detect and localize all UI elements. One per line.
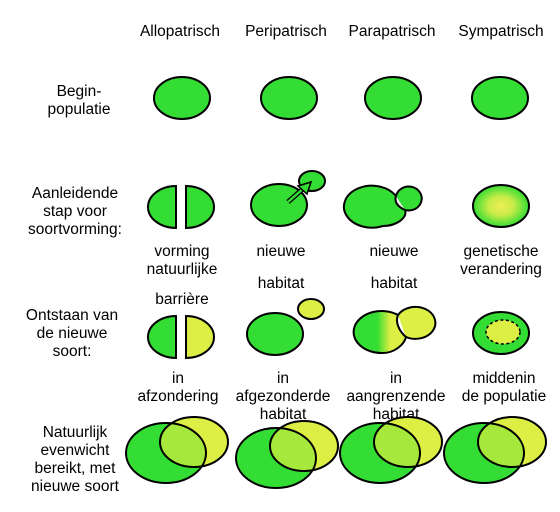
caption-line: middenin bbox=[473, 370, 536, 387]
original-species-outline bbox=[235, 427, 317, 489]
caption-line: nieuwe bbox=[369, 243, 418, 260]
adjacent-population-lobe bbox=[395, 185, 423, 212]
population-ellipse bbox=[471, 76, 529, 120]
caption-mid-population: middenin de populatie bbox=[462, 370, 546, 405]
equilibrium-allopatric bbox=[125, 416, 229, 484]
caption-line: vorming bbox=[154, 243, 209, 260]
row-label-equilibrium-line: nieuwe soort bbox=[31, 478, 120, 495]
original-species-outline bbox=[125, 422, 207, 484]
new-species-inner-ellipse bbox=[485, 319, 521, 345]
overlap-region bbox=[374, 423, 420, 467]
overlap-region bbox=[478, 423, 524, 467]
caption-line: nieuwe bbox=[256, 243, 305, 260]
caption-line: afzondering bbox=[137, 388, 218, 405]
original-species-outline bbox=[339, 422, 421, 484]
population-ellipse bbox=[352, 310, 408, 355]
new-species-outline bbox=[477, 416, 547, 468]
caption-line: natuurlijke bbox=[147, 261, 218, 278]
row-label-emergence-line: de nieuwe bbox=[37, 325, 108, 342]
caption-line: habitat bbox=[371, 275, 418, 292]
row-label-begin: Begin- populatie bbox=[48, 83, 111, 118]
new-species-outline bbox=[159, 416, 229, 468]
row-label-begin-line: populatie bbox=[48, 101, 111, 118]
caption-isolation: in afzondering bbox=[137, 370, 218, 405]
row-label-equilibrium-line: Natuurlijk bbox=[43, 424, 108, 441]
equilibrium-parapatric bbox=[339, 416, 443, 484]
caption-line: genetische bbox=[464, 243, 539, 260]
column-header-parapatric: Parapatrisch bbox=[348, 23, 435, 40]
caption-isolated-habitat: in afgezonderde habitat bbox=[236, 370, 331, 423]
caption-line: verandering bbox=[460, 261, 542, 278]
column-header-peripatric: Peripatrisch bbox=[245, 23, 327, 40]
caption-line: aangrenzende bbox=[346, 388, 445, 405]
equilibrium-peripatric bbox=[235, 420, 339, 489]
original-species-outline bbox=[443, 422, 525, 484]
overlap-region bbox=[160, 423, 206, 467]
population-left-half bbox=[147, 184, 177, 230]
column-header-allopatric: Allopatrisch bbox=[140, 23, 220, 40]
row-label-step-line: stap voor bbox=[43, 203, 107, 220]
caption-line: de populatie bbox=[462, 388, 546, 405]
population-ellipse bbox=[364, 76, 422, 120]
row-label-emergence-line: soort: bbox=[53, 343, 92, 360]
row-label-step-line: soortvorming: bbox=[28, 221, 122, 238]
row-label-step-line: Aanleidende bbox=[32, 185, 118, 202]
population-right-half bbox=[185, 184, 215, 230]
caption-new-habitat-peri: nieuwe habitat bbox=[256, 243, 305, 292]
caption-line: habitat bbox=[260, 406, 307, 423]
caption-line: habitat bbox=[258, 275, 305, 292]
population-ellipse bbox=[246, 312, 304, 356]
population-left-half bbox=[147, 314, 177, 360]
caption-line: afgezonderde bbox=[236, 388, 331, 405]
row-label-equilibrium-line: bereikt, met bbox=[35, 460, 117, 477]
migration-arrow bbox=[286, 180, 313, 204]
caption-line: in bbox=[172, 370, 184, 387]
new-species-right-half bbox=[185, 314, 215, 360]
caption-adjacent-habitat: in aangrenzende habitat bbox=[346, 370, 445, 423]
row-label-emergence: Ontstaan van de nieuwe soort: bbox=[26, 307, 118, 360]
new-species-outline bbox=[269, 420, 339, 472]
caption-line: in bbox=[277, 370, 289, 387]
column-header-sympatric: Sympatrisch bbox=[458, 23, 543, 40]
row-label-emergence-line: Ontstaan van bbox=[26, 307, 118, 324]
caption-line: in bbox=[390, 370, 402, 387]
row-label-equilibrium: Natuurlijk evenwicht bereikt, met nieuwe… bbox=[31, 424, 120, 495]
population-ellipse bbox=[153, 76, 211, 120]
row-label-step: Aanleidende stap voor soortvorming: bbox=[28, 185, 122, 238]
population-ellipse bbox=[260, 76, 318, 120]
row-label-equilibrium-line: evenwicht bbox=[41, 442, 111, 459]
row-label-begin-line: Begin- bbox=[57, 83, 102, 100]
population-ellipse bbox=[342, 184, 407, 229]
caption-new-habitat-para: nieuwe habitat bbox=[369, 243, 418, 292]
caption-line: barrière bbox=[155, 291, 208, 308]
new-species-outline bbox=[373, 416, 443, 468]
caption-natural-barrier: vorming natuurlijke barrière bbox=[147, 243, 218, 308]
caption-genetic-change: genetische verandering bbox=[460, 243, 542, 278]
overlap-region bbox=[270, 428, 316, 471]
new-species-small-ellipse bbox=[297, 298, 325, 320]
genetic-change-population bbox=[472, 184, 530, 228]
adjacent-new-species-lobe bbox=[397, 305, 437, 340]
equilibrium-sympatric bbox=[443, 416, 547, 484]
